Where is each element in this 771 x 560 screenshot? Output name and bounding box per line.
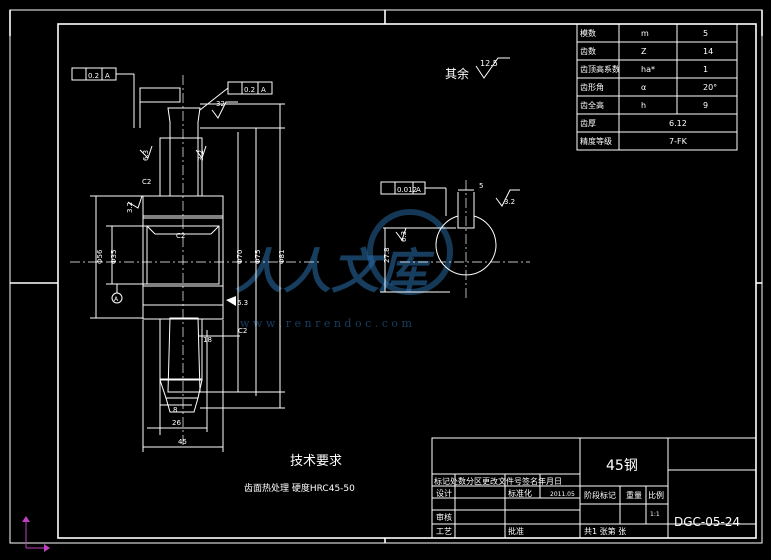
key-width: 5 <box>479 182 483 190</box>
roughness-c: 3.2 <box>126 202 134 213</box>
section-tol: 0.012 <box>397 186 417 194</box>
outer-border <box>9 9 763 544</box>
param-value: 9 <box>703 101 708 110</box>
param-name: 齿顶高系数 <box>580 64 620 74</box>
label-review: 审核 <box>436 512 452 522</box>
dim-d81: Φ81 <box>278 250 286 264</box>
section-roughness-2: 6.3 <box>400 231 408 242</box>
section-datum: A <box>416 186 421 194</box>
tol-value-1: 0.2 <box>88 72 99 80</box>
param-value: 20° <box>703 83 717 92</box>
roughness-note-label: 其余 <box>445 66 469 81</box>
dim-d56: Φ56 <box>96 249 104 264</box>
param-symbol: Z <box>641 47 647 56</box>
param-symbol: h <box>641 101 646 110</box>
roughness-b: 3.2 <box>197 150 205 161</box>
dim-45: 45 <box>178 438 187 446</box>
label-approve: 批准 <box>508 526 524 536</box>
section-view: 0.012 A 5 3.2 6.3 27.8 <box>380 180 530 300</box>
label-design: 设计 <box>436 488 452 498</box>
tech-req-title: 技术要求 <box>290 454 342 469</box>
param-name: 精度等级 <box>580 136 612 146</box>
tol-datum-2: A <box>261 86 266 94</box>
tol-datum-1: A <box>105 72 110 80</box>
param-name: 模数 <box>580 28 596 38</box>
dim-26: 26 <box>172 419 181 427</box>
chamfer-2: C2 <box>176 232 185 240</box>
front-view: 0.2 A 0.2 A 32 6.3 3.2 3.2 6.3 Φ56 Φ35 Φ… <box>70 67 320 452</box>
technical-requirements: 技术要求 齿面热处理 硬度HRC45-50 <box>244 454 355 494</box>
param-symbol: m <box>641 29 649 38</box>
roughness-32: 32 <box>216 100 225 108</box>
label-scale: 比例 <box>648 490 664 500</box>
dim-d75: Φ75 <box>254 250 262 264</box>
dim-18: 18 <box>203 336 212 344</box>
roughness-note: 其余 12.5 <box>445 57 510 81</box>
datum-a-label: A <box>114 296 119 303</box>
watermark: 人人文库 w w w . r e n r e n d o c . c o m <box>235 209 453 330</box>
param-name: 齿厚 <box>580 119 596 128</box>
section-roughness-1: 3.2 <box>504 198 515 206</box>
roughness-note-value: 12.5 <box>480 59 498 68</box>
param-name: 齿数 <box>580 46 596 56</box>
centering-marks <box>9 10 763 552</box>
gear-parameter-table: 模数 m 5 齿数 Z 14 齿顶高系数 ha* 1 齿形角 α 20° 齿全高 h 9 齿厚 6.12 精度等级… <box>576 23 738 151</box>
param-value: 1 <box>703 65 708 74</box>
inner-border <box>57 23 757 539</box>
chamfer-1: C2 <box>142 178 151 186</box>
label-weight: 重量 <box>626 490 642 500</box>
revision-header: 标记处数分区更改文件号签名年月日 <box>434 476 562 486</box>
dim-d35: Φ35 <box>110 250 118 264</box>
sheet-count: 共1 张第 张 <box>584 526 626 536</box>
label-stage: 阶段标记 <box>584 490 616 500</box>
section-depth: 27.8 <box>383 247 391 263</box>
material: 45钢 <box>606 458 638 474</box>
label-process: 工艺 <box>436 527 452 536</box>
param-symbol: α <box>641 83 646 92</box>
tol-value-2: 0.2 <box>244 86 255 94</box>
watermark-url: w w w . r e n r e n d o c . c o m <box>240 317 412 330</box>
param-value: 5 <box>703 29 708 38</box>
label-standardize: 标准化 <box>508 488 532 498</box>
scale-value: 1:1 <box>650 511 660 518</box>
dim-d70: Φ70 <box>236 250 244 264</box>
roughness-d: 6.3 <box>237 299 248 307</box>
design-date: 2011.05 <box>550 491 575 498</box>
title-block: 45钢 DGC-05-24 标记处数分区更改文件号签名年月日 设计 标准化 20… <box>431 437 757 539</box>
drawing-number: DGC-05-24 <box>674 515 740 529</box>
watermark-title: 人人文库 <box>235 244 435 300</box>
chamfer-3: C2 <box>238 327 247 335</box>
param-value: 14 <box>703 47 713 56</box>
param-name: 齿全高 <box>580 100 604 110</box>
tech-req-text: 齿面热处理 硬度HRC45-50 <box>244 482 355 494</box>
param-name: 齿形角 <box>580 82 604 92</box>
param-symbol: ha* <box>641 65 655 74</box>
param-value: 6.12 <box>669 119 687 128</box>
roughness-a: 6.3 <box>142 150 150 161</box>
param-value: 7-FK <box>669 137 688 146</box>
dim-8: 8 <box>173 406 177 414</box>
